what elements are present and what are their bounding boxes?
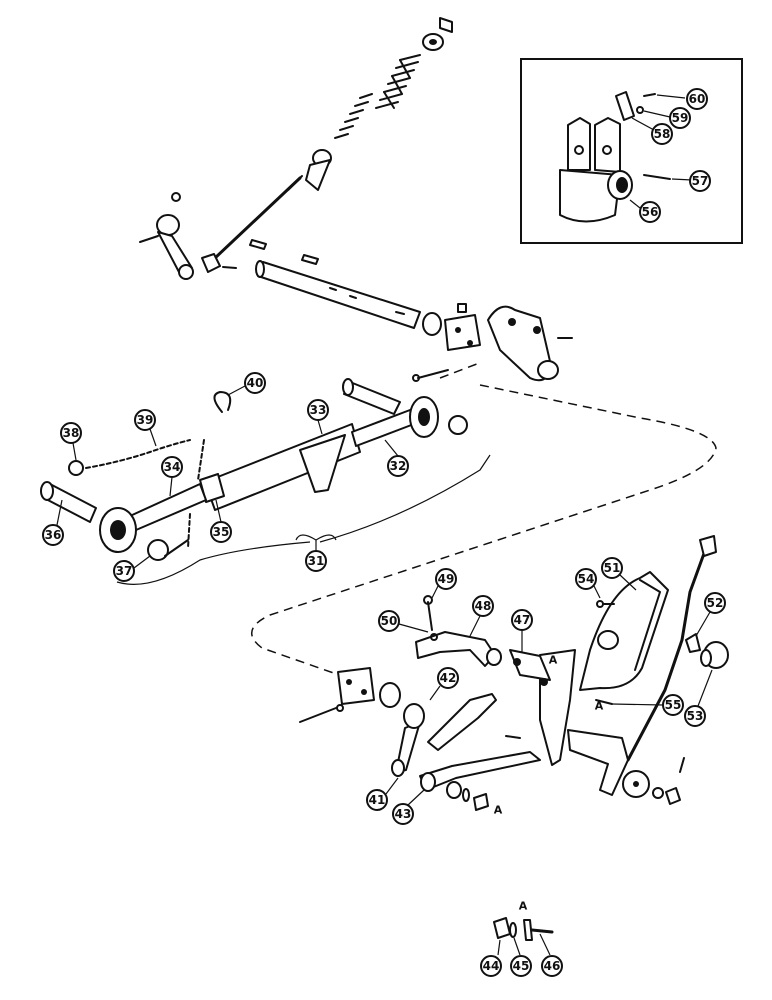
callout-60: 60 [686, 88, 708, 110]
callout-label: 45 [513, 959, 530, 973]
callout-label: 43 [395, 807, 412, 821]
callout-44: 44 [480, 955, 502, 977]
callout-46: 46 [541, 955, 563, 977]
callout-label: 41 [369, 793, 386, 807]
callout-31: 31 [305, 550, 327, 572]
callout-label: 36 [45, 528, 62, 542]
callout-label: 40 [247, 376, 264, 390]
callout-label: 32 [390, 459, 407, 473]
callout-59: 59 [669, 107, 691, 129]
callout-label: 34 [164, 460, 181, 474]
callout-33: 33 [307, 399, 329, 421]
control-assembly [299, 535, 729, 811]
callout-35: 35 [210, 521, 232, 543]
callout-label: 38 [63, 426, 80, 440]
callout-label: 37 [116, 564, 133, 578]
callout-47: 47 [511, 609, 533, 631]
callout-48: 48 [472, 595, 494, 617]
ref-letter-a: A [595, 700, 604, 713]
callout-45: 45 [510, 955, 532, 977]
callout-55: 55 [662, 694, 684, 716]
callout-label: 44 [483, 959, 500, 973]
callout-34: 34 [161, 456, 183, 478]
callout-58: 58 [651, 123, 673, 145]
callout-label: 52 [707, 596, 724, 610]
callout-56: 56 [639, 201, 661, 223]
callout-label: 46 [544, 959, 561, 973]
detail-a [493, 917, 554, 956]
leader-lines [56, 385, 713, 806]
callout-53: 53 [684, 705, 706, 727]
spring-assembly [139, 17, 573, 382]
callout-label: 56 [642, 205, 659, 219]
ref-letter-a: A [519, 900, 528, 913]
callout-52: 52 [704, 592, 726, 614]
callout-label: 39 [137, 413, 154, 427]
callout-label: 60 [689, 92, 706, 106]
callout-label: 31 [308, 554, 325, 568]
callout-label: 54 [578, 572, 595, 586]
callout-label: 58 [654, 127, 671, 141]
callout-54: 54 [575, 568, 597, 590]
callout-50: 50 [378, 610, 400, 632]
callout-label: 59 [672, 111, 689, 125]
callout-43: 43 [392, 803, 414, 825]
callout-label: 50 [381, 614, 398, 628]
callout-32: 32 [387, 455, 409, 477]
top-link-assembly [40, 378, 491, 585]
callout-41: 41 [366, 789, 388, 811]
callout-38: 38 [60, 422, 82, 444]
ref-letter-a: A [494, 804, 503, 817]
callout-label: 51 [604, 561, 621, 575]
callout-40: 40 [244, 372, 266, 394]
inset-detail [520, 58, 743, 244]
callout-51: 51 [601, 557, 623, 579]
callout-label: 33 [310, 403, 327, 417]
callout-label: 55 [665, 698, 682, 712]
callout-label: 48 [475, 599, 492, 613]
callout-label: 47 [514, 613, 531, 627]
callout-49: 49 [435, 568, 457, 590]
callout-label: 57 [692, 174, 709, 188]
callout-39: 39 [134, 409, 156, 431]
callout-label: 35 [213, 525, 230, 539]
callout-label: 53 [687, 709, 704, 723]
callout-label: 42 [440, 671, 457, 685]
callout-37: 37 [113, 560, 135, 582]
ref-letter-a: A [549, 654, 558, 667]
callout-57: 57 [689, 170, 711, 192]
callout-36: 36 [42, 524, 64, 546]
callout-label: 49 [438, 572, 455, 586]
dashed-guide-lines [251, 361, 717, 686]
callout-42: 42 [437, 667, 459, 689]
